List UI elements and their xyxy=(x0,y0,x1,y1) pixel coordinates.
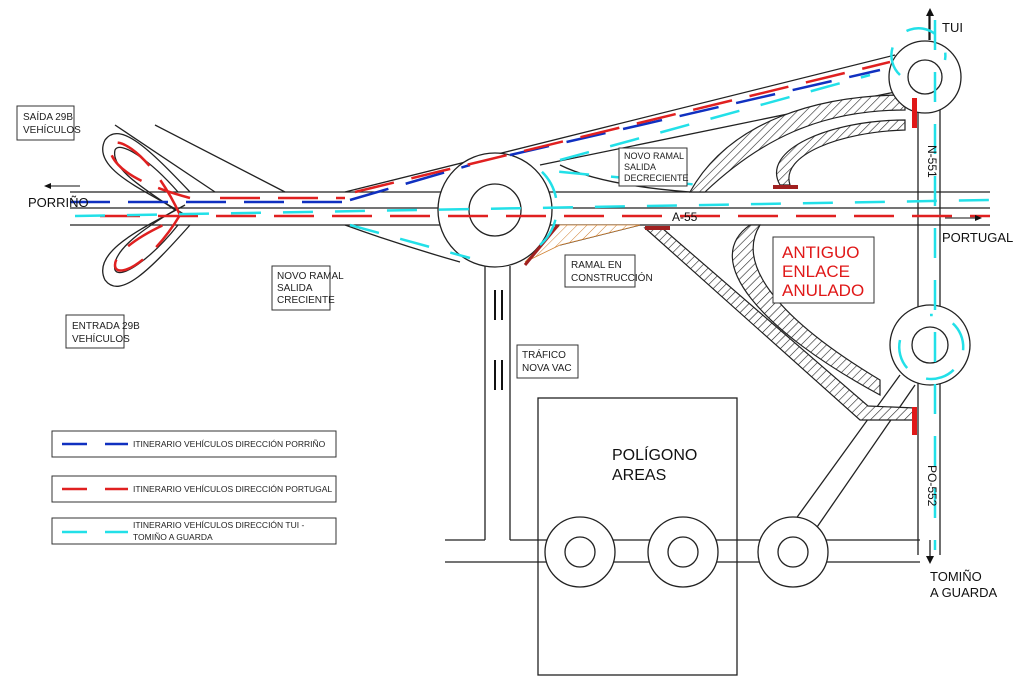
clover-loops xyxy=(102,133,191,287)
label-tui: TUI xyxy=(942,20,963,35)
label-poligono: POLÍGONO xyxy=(612,445,697,464)
legend-portugal: ITINERARIO VEHÍCULOS DIRECCIÓN PORTUGAL xyxy=(133,484,332,494)
label-novo-decreciente-3: DECRECIENTE xyxy=(624,173,689,183)
label-trafico-2: NOVA VAC xyxy=(522,363,572,374)
label-antiguo-3: ANULADO xyxy=(782,281,864,300)
label-a55: A-55 xyxy=(672,210,698,224)
label-ramal: RAMAL EN xyxy=(571,260,622,271)
label-saida-2: VEHÍCULOS xyxy=(23,123,81,136)
label-tomino: TOMIÑO xyxy=(930,569,982,584)
legend: ITINERARIO VEHÍCULOS DIRECCIÓN PORRIÑO I… xyxy=(51,430,337,545)
label-entrada-2: VEHÍCULOS xyxy=(72,332,130,345)
label-novo-creciente-3: CRECIENTE xyxy=(277,295,335,306)
label-a-guarda: A GUARDA xyxy=(930,585,998,600)
destination-labels: TUI PORRIÑO PORTUGAL TOMIÑO A GUARDA A-5… xyxy=(28,20,1013,600)
label-po552: PO-552 xyxy=(925,465,939,507)
annotation-boxes: SAÍDA 29B VEHÍCULOS ENTRADA 29B VEHÍCULO… xyxy=(16,105,875,484)
legend-tui-2: TOMIÑO A GUARDA xyxy=(133,532,213,542)
diagonal-road xyxy=(114,54,896,263)
roundabouts xyxy=(437,40,971,588)
label-novo-decreciente: NOVO RAMAL xyxy=(624,151,684,161)
label-novo-creciente: NOVO RAMAL xyxy=(277,271,344,282)
route-tui-cyan xyxy=(74,20,991,550)
label-antiguo: ANTIGUO xyxy=(782,243,859,262)
legend-tui: ITINERARIO VEHÍCULOS DIRECCIÓN TUI - xyxy=(133,520,304,530)
legend-porrino: ITINERARIO VEHÍCULOS DIRECCIÓN PORRIÑO xyxy=(133,439,326,449)
label-porrino: PORRIÑO xyxy=(28,195,89,210)
label-antiguo-2: ENLACE xyxy=(782,262,850,281)
label-novo-decreciente-2: SALIDA xyxy=(624,162,656,172)
label-novo-creciente-2: SALIDA xyxy=(277,283,313,294)
poligono-areas-block xyxy=(537,397,738,676)
label-trafico: TRÁFICO xyxy=(522,348,566,361)
label-saida: SAÍDA 29B xyxy=(23,110,73,123)
label-n551: N-551 xyxy=(925,145,939,178)
route-porrino-blue xyxy=(70,68,881,204)
route-portugal-red xyxy=(100,60,990,272)
label-ramal-2: CONSTRUCCIÓN xyxy=(571,271,653,284)
label-portugal: PORTUGAL xyxy=(942,230,1013,245)
label-poligono-2: AREAS xyxy=(612,467,666,484)
label-entrada: ENTRADA 29B xyxy=(72,321,140,332)
